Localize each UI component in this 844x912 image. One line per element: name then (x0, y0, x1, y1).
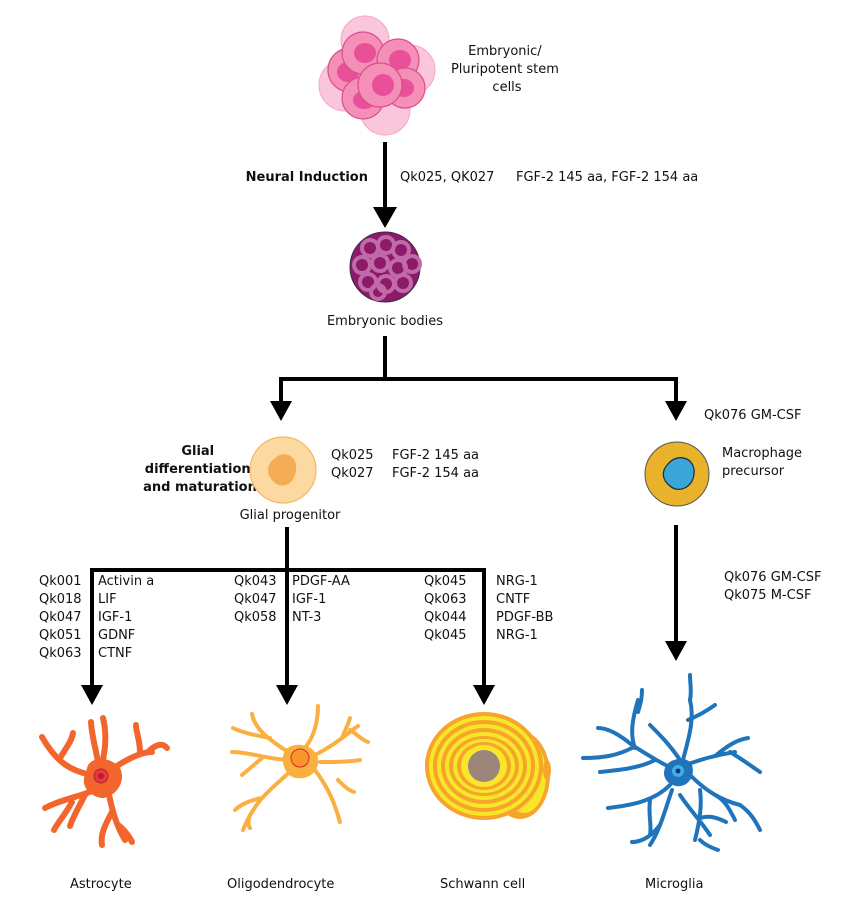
oligodendrocyte-factors: Qk043 PDGF-AA Qk047 IGF-1 Qk058 NT-3 (234, 574, 350, 625)
oligodendrocyte-label: Oligodendrocyte (227, 877, 334, 892)
arrow-head (270, 401, 292, 421)
factor-name: GDNF (98, 628, 135, 643)
factor-name: Qk075 M-CSF (724, 588, 811, 603)
factor-code: Qk051 (39, 628, 82, 643)
microglia-arrow (665, 525, 687, 661)
factor-name: IGF-1 (292, 592, 326, 607)
factor-name: PDGF-AA (292, 574, 350, 589)
embryonic-bodies-label: Embryonic bodies (327, 314, 443, 329)
stem-cells-label: Embryonic/ Pluripotent stem cells (451, 44, 563, 95)
factor-code: Qk044 (424, 610, 467, 625)
arrow-head (665, 401, 687, 421)
stem-cell-cluster-icon (318, 15, 436, 136)
branch-connector (270, 336, 687, 421)
factor-code: Qk063 (424, 592, 467, 607)
factor-name: IGF-1 (98, 610, 132, 625)
macrophage-precursor-icon (644, 441, 710, 507)
astrocyte-label: Astrocyte (70, 877, 132, 892)
arrow-head (81, 685, 103, 705)
factor-code: Qk043 (234, 574, 277, 589)
embryonic-body-icon (349, 231, 422, 303)
schwann-cell-label: Schwann cell (440, 877, 525, 892)
factor-code: Qk058 (234, 610, 277, 625)
astrocyte-factors: Qk001 Activin a Qk018 LIF Qk047 IGF-1 Qk… (39, 574, 154, 661)
oligodendrocyte-icon (230, 704, 370, 832)
macrophage-induction-reagent: Qk076 GM-CSF (704, 408, 802, 423)
glial-branch-connector (81, 527, 495, 705)
neural-induction-arrow (373, 142, 397, 228)
factor-name: Qk076 GM-CSF (724, 570, 822, 585)
factor-code: Qk001 (39, 574, 82, 589)
glial-reagent-factor: FGF-2 145 aa (392, 448, 479, 463)
schwann-cell-icon (425, 712, 551, 820)
neural-induction-label: Neural Induction (246, 170, 368, 185)
microglia-factors: Qk076 GM-CSF Qk075 M-CSF (724, 570, 822, 603)
glial-progenitor-label: Glial progenitor (240, 508, 341, 523)
factor-name: LIF (98, 592, 117, 607)
glial-reagent-code: Qk025 (331, 448, 374, 463)
factor-code: Qk018 (39, 592, 82, 607)
factor-name: Activin a (98, 574, 154, 589)
astrocyte-body (83, 758, 123, 798)
glial-progenitor-icon (249, 436, 317, 504)
arrow-head (276, 685, 298, 705)
microglia-label: Microglia (645, 877, 703, 892)
factor-code: Qk045 (424, 574, 467, 589)
oligodendrocyte-body (282, 744, 319, 779)
glial-reagent-factor: FGF-2 154 aa (392, 466, 479, 481)
microglia-body (664, 758, 693, 787)
microglia-icon (581, 673, 762, 852)
factor-name: NRG-1 (496, 628, 538, 643)
factor-name: NT-3 (292, 610, 321, 625)
glial-reagent-code: Qk027 (331, 466, 374, 481)
neural-induction-factors: FGF-2 145 aa, FGF-2 154 aa (516, 170, 698, 185)
factor-code: Qk063 (39, 646, 82, 661)
factor-name: CNTF (496, 592, 530, 607)
factor-code: Qk045 (424, 628, 467, 643)
factor-code: Qk047 (234, 592, 277, 607)
factor-name: PDGF-BB (496, 610, 553, 625)
factor-name: CTNF (98, 646, 132, 661)
factor-name: NRG-1 (496, 574, 538, 589)
arrow-head (473, 685, 495, 705)
schwann-factors: Qk045 NRG-1 Qk063 CNTF Qk044 PDGF-BB Qk0… (424, 574, 553, 643)
glial-differentiation-label: Glial differentiation and maturation (143, 444, 257, 495)
factor-code: Qk047 (39, 610, 82, 625)
neural-induction-products: Qk025, QK027 (400, 170, 494, 185)
macrophage-precursor-label: Macrophage precursor (722, 446, 806, 479)
